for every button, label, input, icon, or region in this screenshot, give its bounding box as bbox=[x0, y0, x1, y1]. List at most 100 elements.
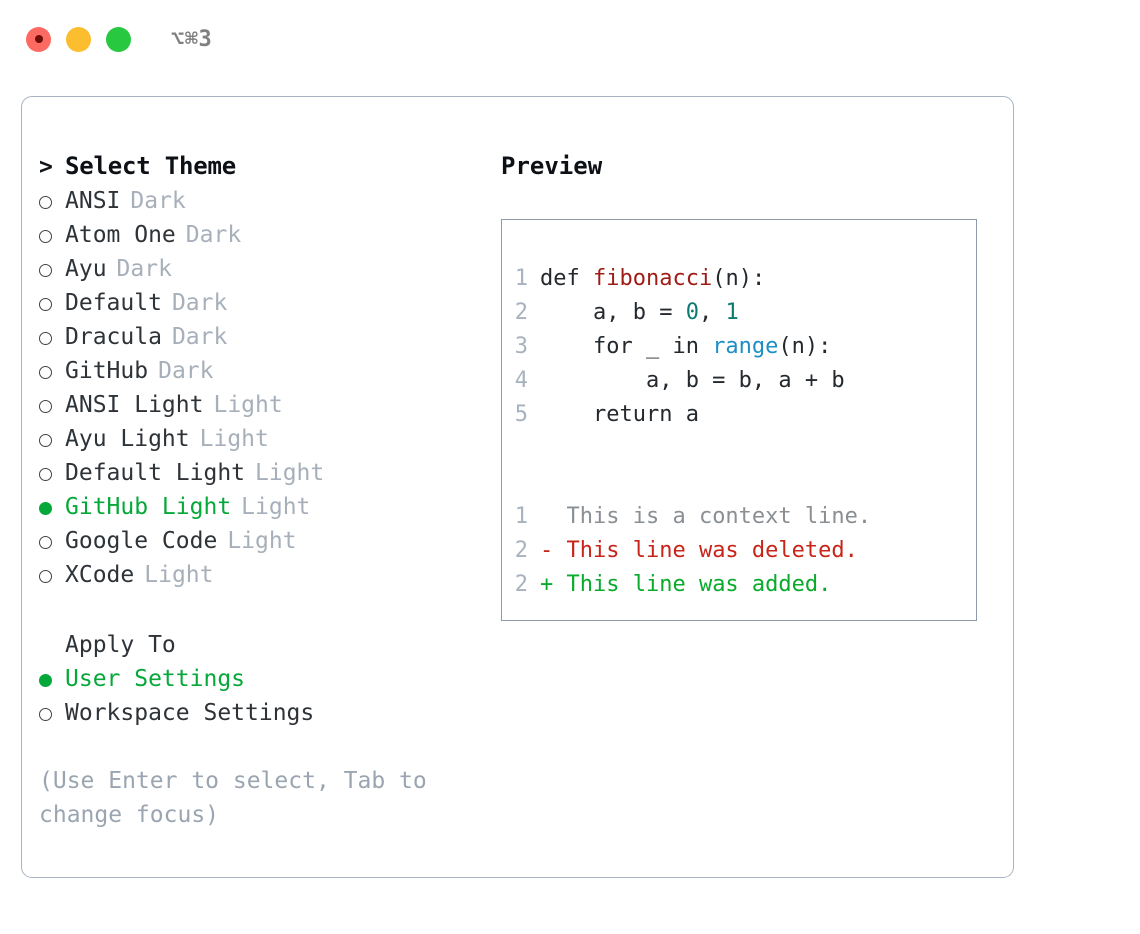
theme-list-item[interactable]: Ayu Dark bbox=[39, 252, 479, 286]
preview-box: 1 def fibonacci(n): 2 a, b = 0, 1 3 for … bbox=[501, 219, 977, 621]
theme-label: GitHub Light bbox=[65, 494, 232, 520]
theme-list-item-selected[interactable]: GitHub Light Light bbox=[39, 490, 479, 524]
page-title: Select Theme bbox=[65, 152, 236, 180]
apply-to-header: Apply To bbox=[39, 628, 479, 662]
preview-title: Preview bbox=[501, 152, 603, 180]
theme-variant: Light bbox=[255, 460, 325, 486]
code-line: 1 def fibonacci(n): bbox=[502, 262, 976, 296]
theme-label: Atom One bbox=[65, 222, 176, 248]
radio-icon[interactable] bbox=[39, 399, 65, 413]
theme-list-item[interactable]: Google Code Light bbox=[39, 524, 479, 558]
close-button[interactable] bbox=[26, 26, 51, 52]
theme-variant: Light bbox=[227, 528, 297, 554]
code-content: a, b = b, a + b bbox=[540, 368, 845, 393]
theme-label: Default bbox=[65, 290, 162, 316]
theme-label: Dracula bbox=[65, 324, 162, 350]
line-number: 2 bbox=[514, 572, 528, 597]
code-blank-line bbox=[502, 466, 976, 500]
theme-label: Ayu Light bbox=[65, 426, 190, 452]
code-blank-line bbox=[502, 432, 976, 466]
apply-to-title: Apply To bbox=[65, 632, 176, 658]
apply-to-label: Workspace Settings bbox=[65, 700, 315, 726]
line-number: 1 bbox=[514, 504, 528, 529]
code-content: def fibonacci(n): bbox=[540, 266, 766, 291]
theme-list-item[interactable]: Default Light Light bbox=[39, 456, 479, 490]
radio-icon[interactable] bbox=[39, 535, 65, 549]
code-content: for _ in range(n): bbox=[540, 334, 832, 359]
theme-list-item[interactable]: Default Dark bbox=[39, 286, 479, 320]
theme-label: ANSI Light bbox=[65, 392, 204, 418]
theme-variant: Dark bbox=[158, 358, 214, 384]
radio-icon[interactable] bbox=[39, 263, 65, 277]
window-controls bbox=[26, 26, 131, 52]
theme-label: Ayu bbox=[65, 256, 107, 282]
theme-list-item[interactable]: Dracula Dark bbox=[39, 320, 479, 354]
line-number: 2 bbox=[514, 300, 528, 325]
theme-variant: Dark bbox=[116, 256, 172, 282]
theme-variant: Dark bbox=[130, 188, 186, 214]
radio-icon[interactable] bbox=[39, 297, 65, 311]
theme-list-item[interactable]: XCode Light bbox=[39, 558, 479, 592]
theme-label: XCode bbox=[65, 562, 135, 588]
line-number: 5 bbox=[514, 402, 528, 427]
radio-icon[interactable] bbox=[39, 365, 65, 379]
line-number: 4 bbox=[514, 368, 528, 393]
apply-to-label: User Settings bbox=[65, 666, 246, 692]
theme-label: GitHub bbox=[65, 358, 149, 384]
title-bar: ⌥⌘3 bbox=[0, 0, 1140, 78]
theme-label: Default Light bbox=[65, 460, 246, 486]
code-line: 4 a, b = b, a + b bbox=[502, 364, 976, 398]
diff-sign: + bbox=[540, 572, 554, 597]
theme-variant: Dark bbox=[171, 324, 228, 350]
code-line: 2 a, b = 0, 1 bbox=[502, 296, 976, 330]
diff-sign: - bbox=[540, 538, 554, 563]
theme-list-item[interactable]: Ayu Light Light bbox=[39, 422, 479, 456]
theme-list-item[interactable]: ANSI Dark bbox=[39, 184, 479, 218]
select-theme-header: > Select Theme bbox=[39, 149, 479, 184]
theme-variant: Light bbox=[199, 426, 269, 452]
apply-to-option-selected[interactable]: User Settings bbox=[39, 662, 479, 696]
radio-icon-selected[interactable] bbox=[39, 501, 65, 515]
radio-icon[interactable] bbox=[39, 569, 65, 583]
minimize-button[interactable] bbox=[66, 26, 91, 52]
section-spacer bbox=[39, 592, 479, 628]
keyboard-hint-text: (Use Enter to select, Tab to change focu… bbox=[39, 768, 441, 828]
radio-icon-selected[interactable] bbox=[39, 673, 65, 687]
main-panel: > Select Theme ANSI Dark Atom One Dark A… bbox=[21, 96, 1014, 878]
line-number: 1 bbox=[514, 266, 528, 291]
diff-sign bbox=[540, 500, 553, 534]
radio-icon[interactable] bbox=[39, 331, 65, 345]
keyboard-shortcut-label: ⌥⌘3 bbox=[171, 26, 213, 52]
theme-list-item[interactable]: GitHub Dark bbox=[39, 354, 479, 388]
theme-label: ANSI bbox=[65, 188, 121, 214]
radio-icon[interactable] bbox=[39, 707, 65, 721]
diff-line-added: 2 + This line was added. bbox=[502, 568, 976, 602]
theme-variant: Dark bbox=[171, 290, 228, 316]
radio-icon[interactable] bbox=[39, 467, 65, 481]
line-number: 2 bbox=[514, 538, 528, 563]
diff-content: This line was deleted. bbox=[553, 538, 858, 563]
theme-variant: Dark bbox=[185, 222, 242, 248]
maximize-button[interactable] bbox=[106, 26, 131, 52]
theme-label: Google Code bbox=[65, 528, 218, 554]
caret-icon: > bbox=[39, 154, 53, 180]
radio-icon[interactable] bbox=[39, 195, 65, 209]
line-number: 3 bbox=[514, 334, 528, 359]
radio-icon[interactable] bbox=[39, 229, 65, 243]
theme-selection-column: > Select Theme ANSI Dark Atom One Dark A… bbox=[39, 149, 479, 832]
diff-content: This is a context line. bbox=[553, 504, 872, 529]
code-line: 3 for _ in range(n): bbox=[502, 330, 976, 364]
diff-content: This line was added. bbox=[553, 572, 832, 597]
code-content: return a bbox=[540, 402, 699, 427]
theme-list-item[interactable]: Atom One Dark bbox=[39, 218, 479, 252]
apply-to-option[interactable]: Workspace Settings bbox=[39, 696, 479, 730]
diff-line-context: 1 This is a context line. bbox=[502, 500, 976, 534]
theme-variant: Light bbox=[241, 494, 311, 520]
preview-column: Preview 1 def fibonacci(n): 2 a, b = 0, … bbox=[501, 149, 981, 621]
diff-line-deleted: 2 - This line was deleted. bbox=[502, 534, 976, 568]
theme-variant: Light bbox=[144, 562, 214, 588]
theme-variant: Light bbox=[213, 392, 283, 418]
theme-list-item[interactable]: ANSI Light Light bbox=[39, 388, 479, 422]
radio-icon[interactable] bbox=[39, 433, 65, 447]
